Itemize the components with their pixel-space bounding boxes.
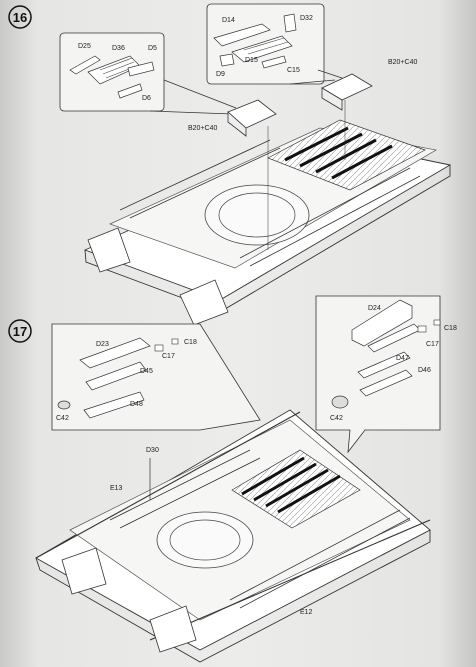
label-d23: D23 <box>96 341 109 348</box>
label-c18: C18 <box>184 339 197 346</box>
step-17-callout-left: D23 C18 C17 D45 D48 C42 <box>51 323 261 431</box>
label-d25: D25 <box>78 43 91 50</box>
label-d9: D9 <box>216 71 225 78</box>
label-d46: D46 <box>418 367 431 374</box>
label-c42: C42 <box>56 415 69 422</box>
step-16-number: 16 <box>13 10 27 25</box>
step-16-callout-left: D25 D36 D5 D6 <box>59 32 237 115</box>
label-c15: C15 <box>287 67 300 74</box>
label-d15: D15 <box>245 57 258 64</box>
label-c18-right: C18 <box>444 325 457 332</box>
step-16-hull: B20+C40 B20+C40 <box>83 59 452 326</box>
label-d47: D47 <box>396 355 409 362</box>
label-b20-c40-left: B20+C40 <box>188 125 217 132</box>
step-16-callout-right: D14 D32 D15 C15 D9 <box>206 3 343 85</box>
step-17: 17 D23 C18 C17 D45 D48 C42 <box>8 295 457 663</box>
label-d32: D32 <box>300 15 313 22</box>
label-b20-c40-right: B20+C40 <box>388 59 417 66</box>
step-17-number-badge: 17 <box>8 319 32 343</box>
step-17-number: 17 <box>13 324 27 339</box>
label-c17: C17 <box>162 353 175 360</box>
step-17-hull: D30 E13 E12 <box>35 409 431 663</box>
label-c17-right: C17 <box>426 341 439 348</box>
label-e13: E13 <box>110 485 123 492</box>
step-16-number-badge: 16 <box>8 5 32 29</box>
label-d14: D14 <box>222 17 235 24</box>
step-16: 16 D25 D36 D5 D6 D14 <box>8 3 452 326</box>
label-d5: D5 <box>148 45 157 52</box>
label-d24: D24 <box>368 305 381 312</box>
label-d48: D48 <box>130 401 143 408</box>
label-d45: D45 <box>140 368 153 375</box>
label-d30: D30 <box>146 447 159 454</box>
step-17-callout-right: D24 C18 C17 D47 D46 C42 <box>315 295 457 454</box>
label-d36: D36 <box>112 45 125 52</box>
label-e12: E12 <box>300 609 313 616</box>
label-d6: D6 <box>142 95 151 102</box>
label-c42-right: C42 <box>330 415 343 422</box>
